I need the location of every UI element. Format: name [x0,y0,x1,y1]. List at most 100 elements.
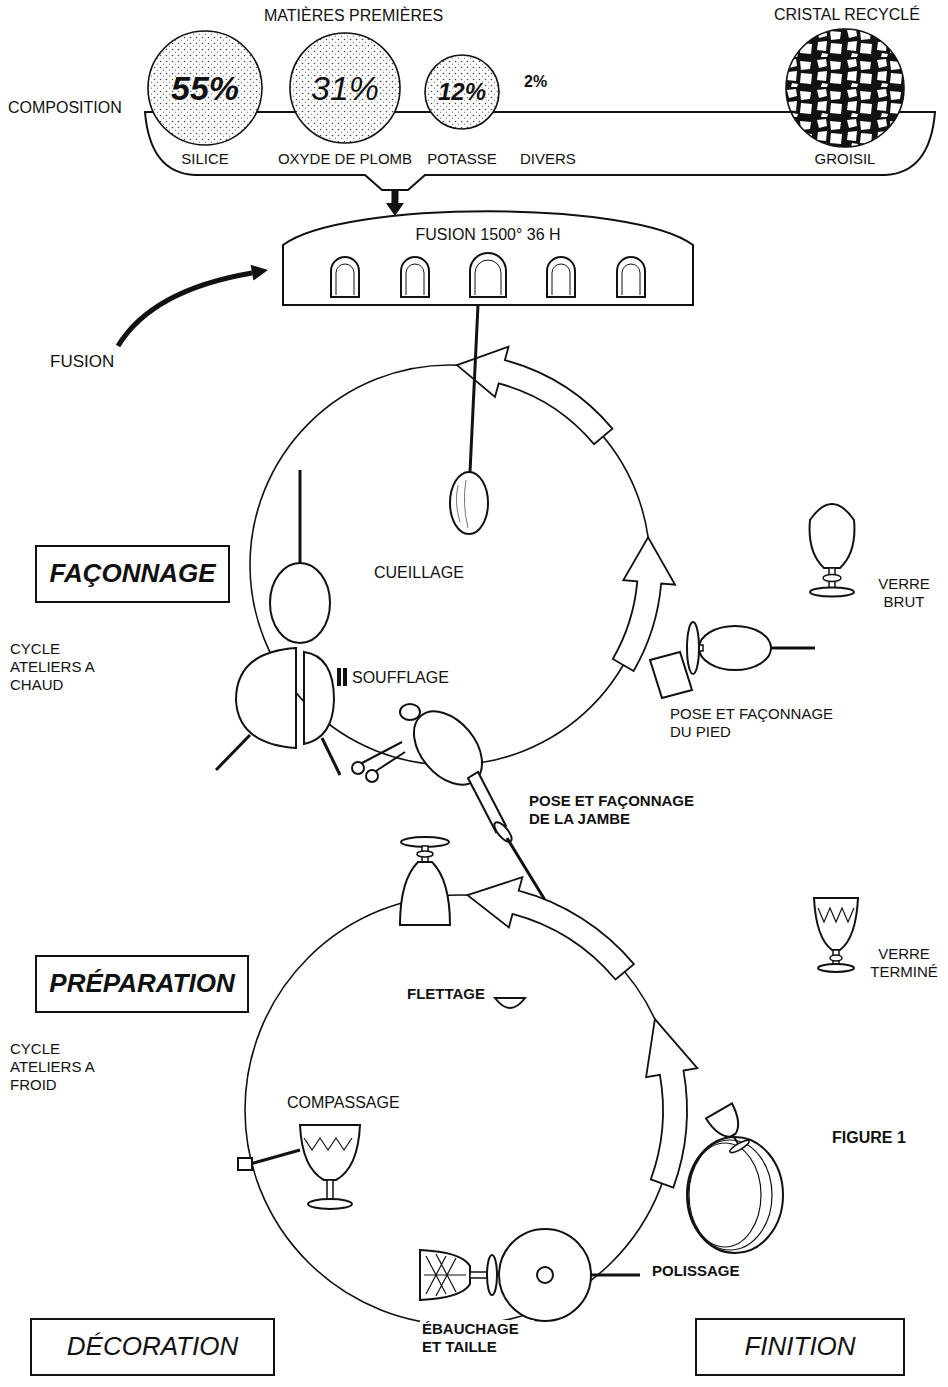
glass-knob [400,704,420,720]
stage-box: FINITION [695,1318,905,1376]
stage-box: PRÉPARATION [35,955,249,1013]
step-label: SOUFFLAGE [350,668,451,687]
furnace-shape [283,211,693,305]
glass-bowl [400,862,450,925]
material-name: POTASSE [424,150,500,168]
furnace: FUSION 1500° 36 H [283,205,693,305]
furnace-arch [547,257,575,297]
blowpipe [299,470,302,565]
flow-arrow [386,190,404,216]
stage-box: DÉCORATION [30,1318,275,1376]
scissors-blade [362,742,405,771]
arrow-shaft [391,190,398,203]
percentage-value: 55% [171,68,239,109]
glass-gob [450,472,488,534]
material-disc [786,29,904,147]
glass-bowl [706,1103,746,1142]
furnace-arch [470,253,506,297]
furnace-arch-inner [406,264,424,295]
glass-foot [687,622,699,674]
furnace-arch-inner [336,264,354,295]
mold-handle [322,738,340,775]
percentage-value: 12% [438,78,486,107]
blowing-mark [343,668,347,686]
stage-title: FAÇONNAGE [49,558,215,589]
step-label: CUEILLAGE [372,563,466,582]
arrow-head [386,203,404,216]
fusion-arrow-head [251,265,268,281]
percentage-value: 31% [311,68,379,109]
mold-handle [216,735,250,770]
glass-foot [308,1199,352,1209]
glass-stem [327,1180,333,1200]
furnace-arch-inner [475,260,501,295]
compass-tool [250,1150,300,1164]
step-label: COMPASSAGE [285,1093,402,1112]
stage-box: FAÇONNAGE [35,545,230,603]
gob-shading [456,480,468,528]
material-name: DIVERS [518,150,578,168]
step-label: POLISSAGE [650,1262,742,1280]
cut-pattern [424,1254,466,1296]
glass-bowl [699,626,771,670]
step-label: POSE ET FAÇONNAGE DE LA JAMBE [527,792,721,828]
polishing-wheel [689,1143,761,1247]
blowing-mark [337,668,341,686]
product-label: VERRE BRUT [862,575,946,611]
scissors-loop [352,762,364,774]
cut-glass-bowl [420,1250,470,1300]
mold-half [304,652,334,744]
figure-caption: FIGURE 1 [830,1128,908,1147]
finished-glass-foot [818,964,854,972]
furnace-arch-inner [552,264,570,295]
step-label: ÉBAUCHAGE ET TAILLE [420,1320,534,1356]
furnace-arch [331,257,359,297]
material-circle: 31%OXYDE DE PLOMB [289,32,401,144]
cycle-arrow [646,1019,697,1188]
furnace-arch [401,257,429,297]
material-name: GROISIL [812,150,879,168]
product-label: VERRE TERMINÉ [862,945,946,981]
cutting-wheel [499,1229,591,1321]
step-label: POSE ET FAÇONNAGE DU PIED [668,705,852,741]
group-heading: CRISTAL RECYCLÉ [772,5,922,24]
material-circle: 12%POTASSE [424,54,500,130]
finished-glass-bowl [814,898,858,950]
cycle-label: CYCLE ATELIERS A CHAUD [8,640,112,694]
furnace-label: FUSION 1500° 36 H [415,225,560,244]
cullet-circle: GROISIL [785,28,905,148]
material-circle: 55%SILICE [147,30,263,146]
percentage-value: 2% [522,72,549,91]
stage-title: FINITION [744,1331,855,1362]
furnace-arch-inner [622,264,640,295]
step-label: FLETTAGE [405,985,487,1003]
glass-bowl [300,1125,360,1180]
material-disc [290,33,400,143]
scissors-loop [366,770,378,782]
mold-half [236,648,296,748]
cycle-arrow [457,347,612,445]
group-heading: MATIÈRES PREMIÈRES [262,6,445,25]
circle-outline [785,28,905,148]
glass-bulb [270,563,330,643]
cycle-label: CYCLE ATELIERS A FROID [8,1040,112,1094]
glass-knob [417,851,433,857]
shaping-paddle [650,652,692,698]
polishing-wheel [687,1137,783,1253]
glass-foot [728,1138,750,1154]
stage-title: PRÉPARATION [49,968,234,999]
removed-cap [495,998,525,1008]
cut-pattern [818,908,854,922]
glass-disc [491,820,514,845]
material-name: SILICE [178,150,232,168]
blowpipe [470,305,478,472]
step-heading: FUSION [48,352,116,372]
raw-glass-foot [810,588,854,597]
finished-glass-knob [830,955,842,961]
cycle-arrow [613,537,675,671]
polishing-wheel [688,1140,772,1250]
cycle-arrow [468,877,634,979]
marking-line [304,1138,352,1150]
glass-stem [470,1272,488,1278]
